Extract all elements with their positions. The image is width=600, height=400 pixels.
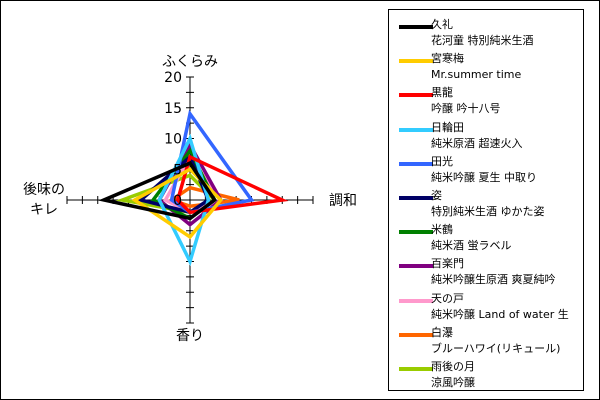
legend-item: 白瀑ブルーハワイ(リキュール) — [389, 326, 585, 361]
legend-item: 百楽門純米吟醸生原酒 爽夏純吟 — [389, 257, 585, 292]
legend-series-subtitle: 純米吟醸 夏生 中取り — [431, 170, 537, 184]
legend-item: 田光純米吟醸 夏生 中取り — [389, 155, 585, 190]
legend-series-name: 雨後の月 — [431, 360, 475, 373]
legend-series-name: 田光 — [431, 154, 453, 168]
legend-item: 雨後の月涼風吟醸 — [389, 360, 585, 395]
legend-item: 米鶴純米酒 蛍ラベル — [389, 223, 585, 258]
legend-series-subtitle: 吟醸 吟十八号 — [431, 102, 501, 116]
radar-series — [98, 109, 289, 267]
axis-label-fukurami: ふくらみ — [162, 54, 218, 70]
legend-series-subtitle: 特別純米生酒 ゆかた姿 — [431, 205, 545, 218]
legend-swatch — [399, 367, 433, 371]
legend-item: 宮寒梅 Mr.summer time — [389, 52, 585, 87]
tick-label: 10 — [164, 132, 182, 148]
legend-series-subtitle: 涼風吟醸 — [431, 376, 475, 389]
legend-swatch — [399, 93, 433, 98]
legend-swatch — [399, 127, 433, 132]
legend-series-subtitle: 純米酒 蛍ラベル — [431, 239, 512, 253]
tick-label: 0 — [173, 193, 182, 209]
legend-swatch — [399, 230, 433, 235]
axis-label-atoaji-line1: 後味の — [23, 182, 65, 198]
series-polygon-1 — [131, 167, 224, 240]
legend-swatch — [399, 264, 433, 269]
legend-series-name: 白瀑 — [431, 325, 453, 339]
legend-series-name: 宮寒梅 — [431, 52, 464, 66]
series-polygon-0 — [98, 160, 217, 221]
legend-item: 日輪田純米原酒 超速火入 — [389, 121, 585, 156]
legend-series-subtitle: ブルーハワイ(リキュール) — [431, 341, 561, 355]
legend-series-name: 百楽門 — [431, 257, 464, 271]
legend-swatch — [399, 196, 433, 200]
legend-item: 姿特別純米生酒 ゆかた姿 — [389, 189, 585, 224]
legend-swatch — [399, 332, 433, 337]
legend-item: 天の戸純米吟醸 Land of water 生 — [389, 292, 585, 327]
legend-series-name: 天の戸 — [431, 291, 464, 305]
legend-series-name: 米鶴 — [431, 223, 453, 237]
legend-series-subtitle: 純米吟醸 Land of water 生 — [431, 307, 569, 321]
legend-item: 黒龍吟醸 吟十八号 — [389, 86, 585, 121]
axis-label-atoaji-line2: キレ — [30, 202, 58, 218]
legend-series-subtitle: 純米吟醸生原酒 爽夏純吟 — [431, 273, 556, 287]
tick-label: 15 — [164, 101, 182, 117]
legend-swatch — [399, 298, 433, 303]
legend-item: 久礼花河童 特別純米生酒 — [389, 18, 585, 53]
legend-series-subtitle: 花河童 特別純米生酒 — [431, 34, 534, 47]
legend-series-name: 黒龍 — [431, 86, 453, 100]
tick-label: 5 — [173, 162, 182, 178]
series-polygon-2 — [175, 154, 289, 215]
legend-series-name: 日輪田 — [431, 120, 464, 134]
legend-swatch — [399, 59, 433, 64]
axis-label-kaori: 香り — [176, 328, 204, 344]
legend-swatch — [399, 161, 433, 166]
legend-swatch — [399, 25, 433, 29]
legend-series-name: 久礼 — [431, 18, 453, 31]
legend-series-subtitle: 純米原酒 超速火入 — [431, 136, 523, 150]
tick-label: 20 — [164, 70, 182, 86]
axis-label-chowa: 調和 — [329, 193, 357, 209]
legend-series-subtitle: Mr.summer time — [431, 68, 522, 82]
legend-series-name: 姿 — [431, 189, 442, 202]
